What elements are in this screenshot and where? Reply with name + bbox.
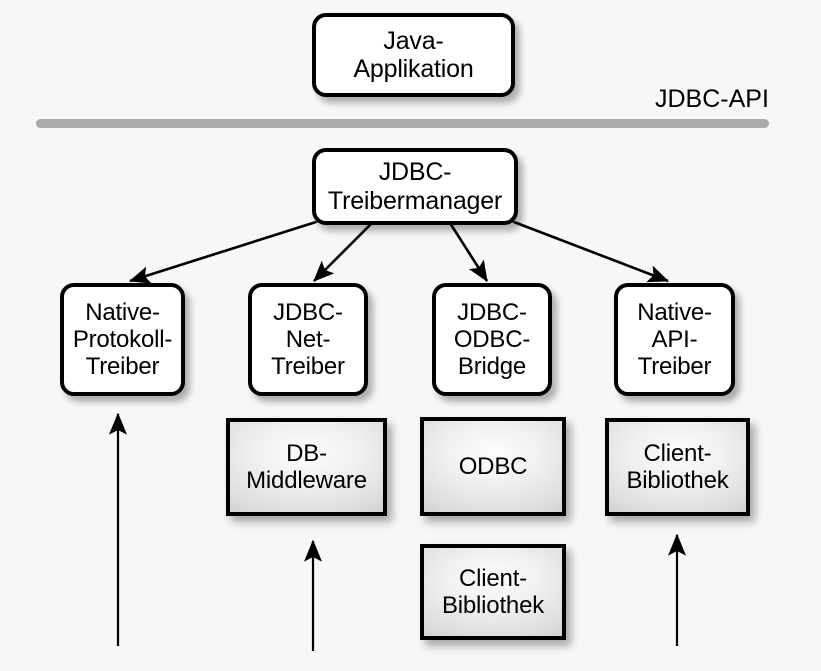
node-native-protocol-driver[interactable]: Native- Protokoll- Treiber	[60, 283, 185, 396]
node-jdbc-net-driver-label: JDBC- Net- Treiber	[271, 298, 345, 381]
node-native-api-driver[interactable]: Native- API- Treiber	[614, 283, 735, 396]
connector-manager-jdbc-odbc	[431, 201, 489, 282]
connector-manager-native-protocol	[129, 207, 338, 284]
node-native-protocol-driver-label: Native- Protokoll- Treiber	[72, 298, 173, 381]
connector-manager-jdbc-net	[313, 202, 393, 282]
node-db-middleware[interactable]: DB- Middleware	[226, 418, 387, 516]
node-java-application-label: Java- Applikation	[353, 26, 474, 83]
jdbc-api-label: JDBC-API	[655, 85, 769, 113]
jdbc-api-separator-bar	[36, 119, 769, 128]
node-jdbc-odbc-bridge-label: JDBC- ODBC- Bridge	[453, 298, 531, 381]
node-odbc[interactable]: ODBC	[420, 417, 566, 516]
node-driver-manager[interactable]: JDBC- Treibermanager	[312, 148, 518, 225]
node-native-api-driver-label: Native- API- Treiber	[637, 298, 712, 381]
node-client-library-odbc-label: Client- Bibliothek	[441, 564, 545, 619]
node-jdbc-net-driver[interactable]: JDBC- Net- Treiber	[248, 283, 368, 396]
node-driver-manager-label: JDBC- Treibermanager	[327, 158, 503, 215]
node-jdbc-odbc-bridge[interactable]: JDBC- ODBC- Bridge	[432, 283, 552, 396]
node-client-library-odbc[interactable]: Client- Bibliothek	[420, 544, 566, 640]
node-java-application[interactable]: Java- Applikation	[312, 13, 515, 97]
node-client-library-native[interactable]: Client- Bibliothek	[605, 418, 750, 516]
node-db-middleware-label: DB- Middleware	[246, 439, 367, 494]
connector-manager-native-api	[492, 206, 669, 283]
node-client-library-native-label: Client- Bibliothek	[626, 439, 729, 494]
node-odbc-label: ODBC	[458, 452, 528, 480]
